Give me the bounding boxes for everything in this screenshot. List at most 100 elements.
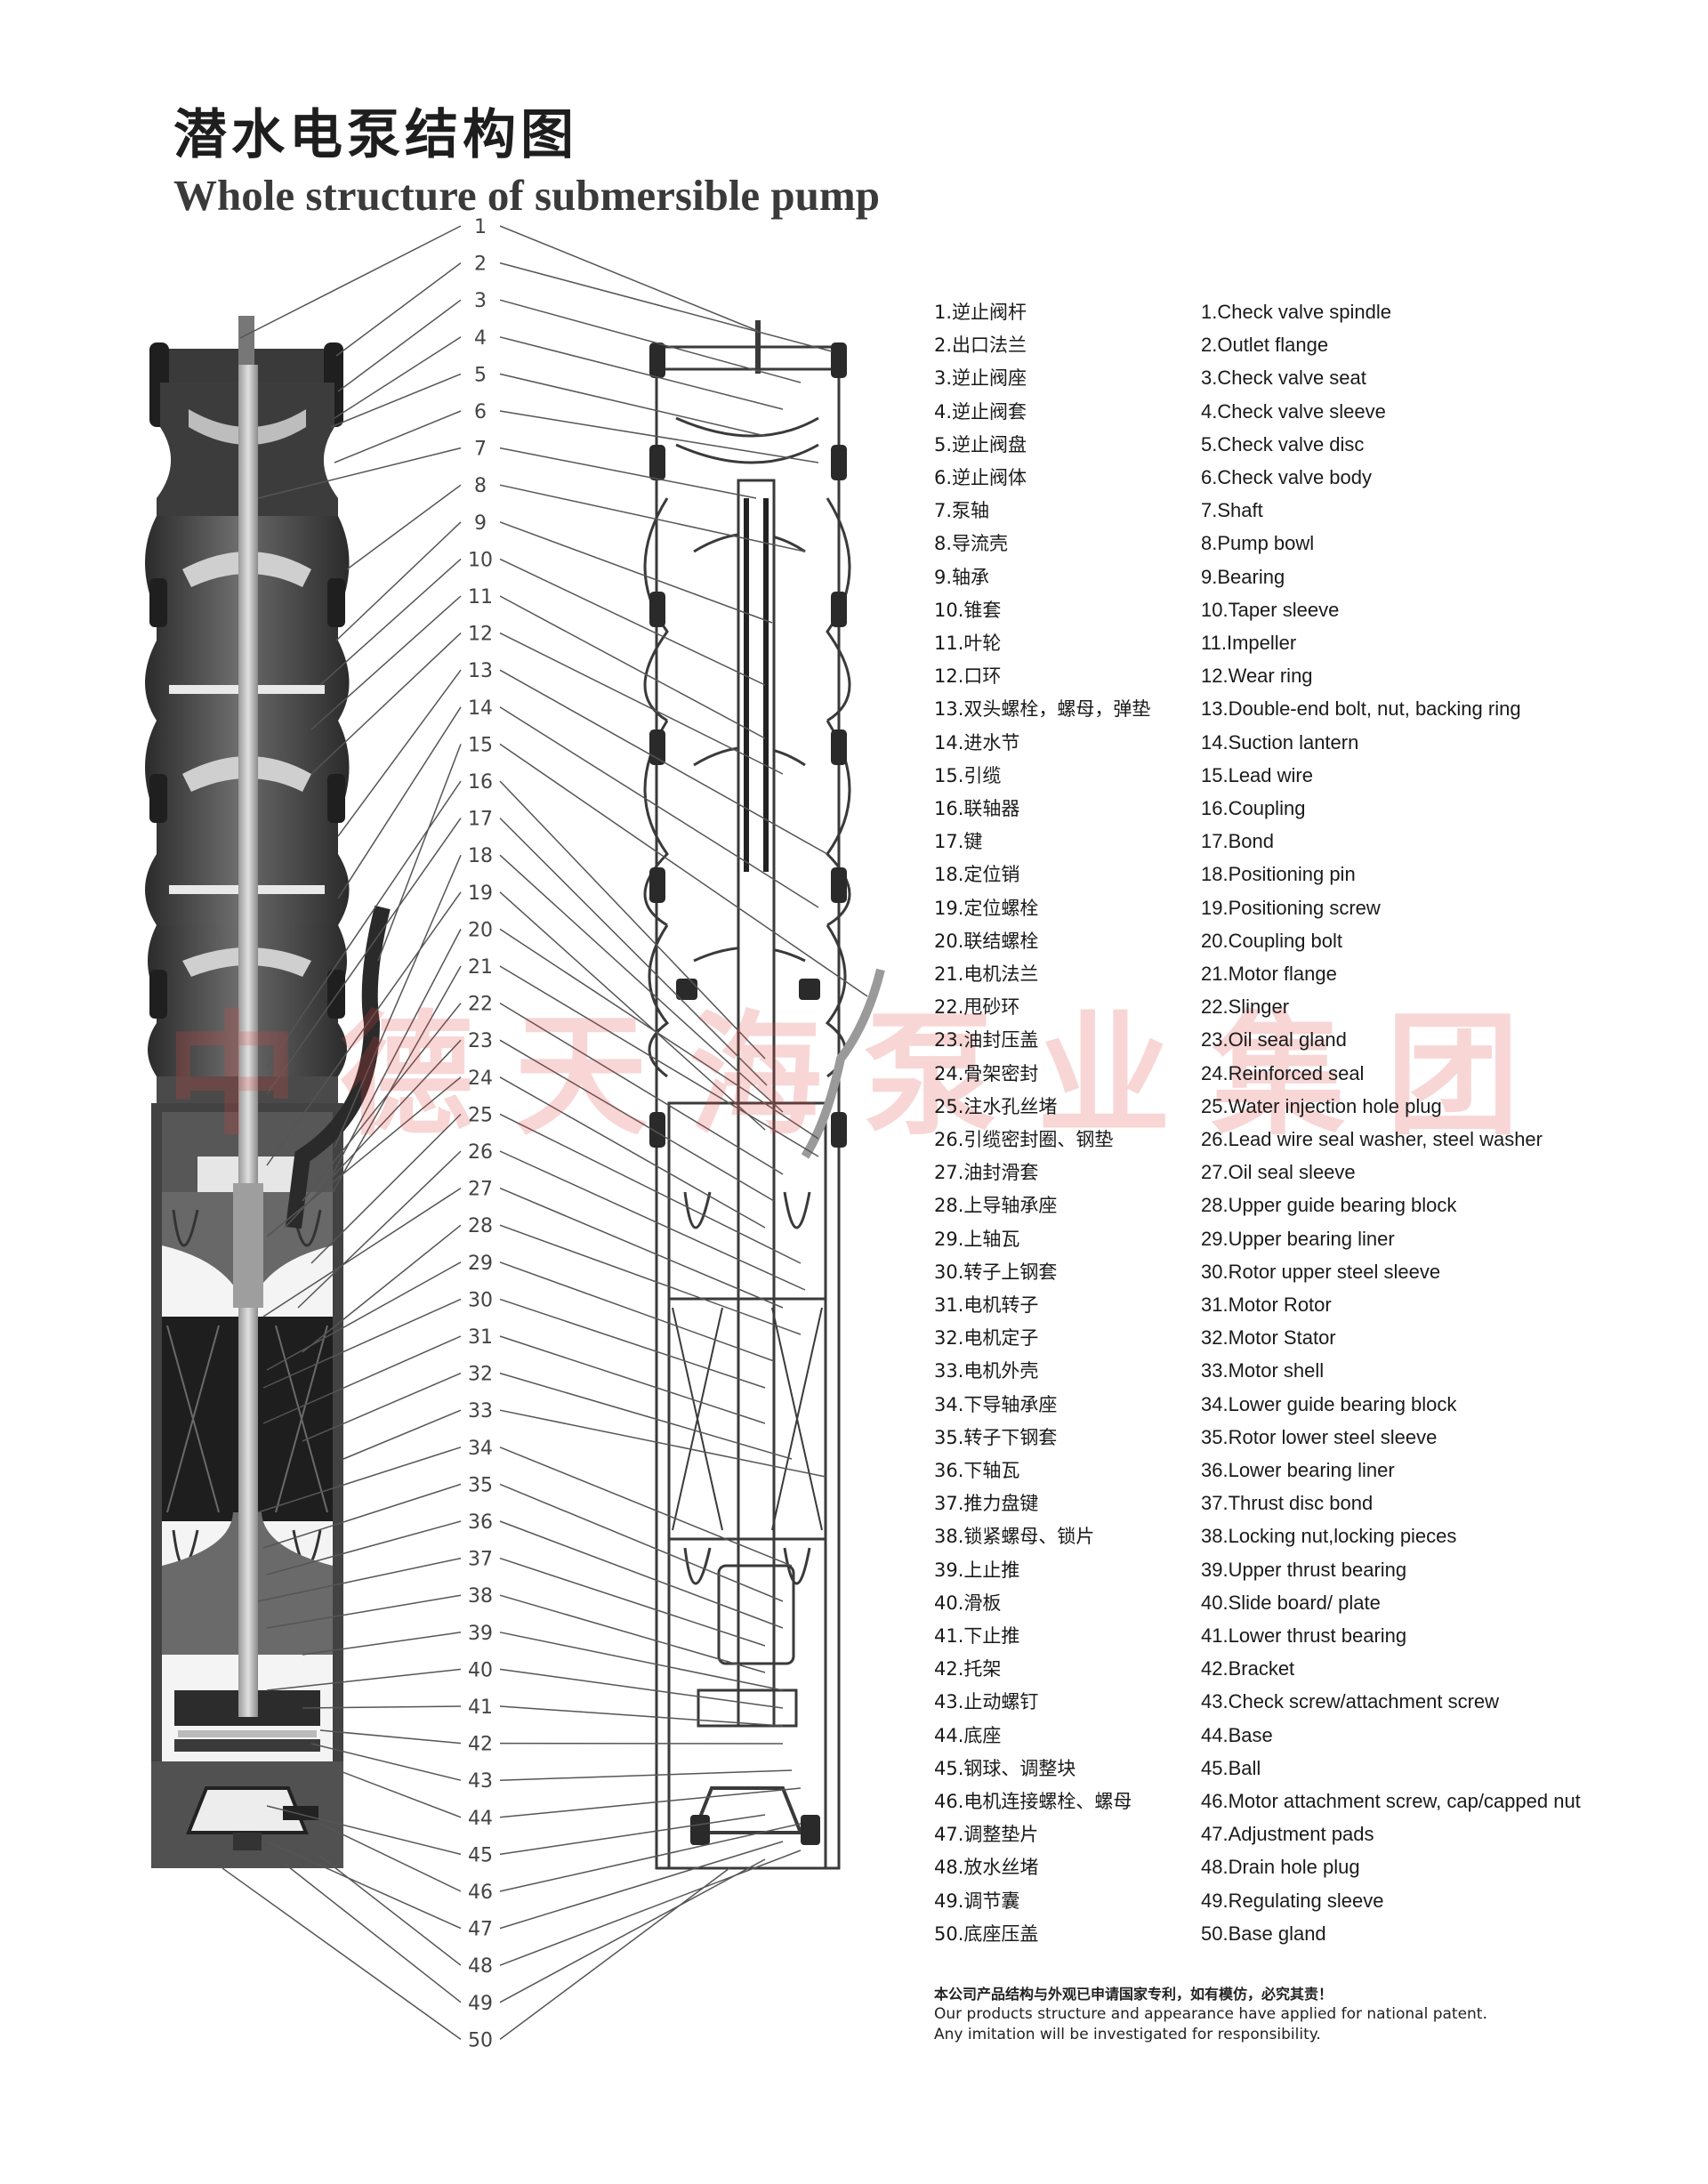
leader-line [499,780,766,1060]
legend-part-cn: 21.电机法兰 [934,963,1039,985]
leader-line [337,669,462,837]
callout-number: 33 [468,1400,493,1422]
legend-part-en: 48.Drain hole plug [1201,1856,1360,1878]
leader-line [499,1224,802,1335]
callout-number: 31 [468,1326,493,1349]
leader-line [499,299,802,383]
legend-part-en: 10.Taper sleeve [1201,599,1340,621]
callout-number: 11 [468,586,493,608]
legend-row: 10.锥套 10.Taper sleeve [934,596,1681,625]
legend-part-cn: 14.进水节 [934,732,1020,754]
legend-part-cn: 36.下轴瓦 [934,1460,1020,1481]
legend-part-en: 25.Water injection hole plug [1201,1095,1442,1117]
leader-line [499,706,819,908]
leader-line [319,1729,462,1745]
callout-number: 19 [468,882,493,905]
leader-line [499,447,757,499]
callout-number: 41 [468,1696,493,1719]
leader-line [499,1705,784,1727]
callout-number: 34 [468,1438,493,1460]
leader-line [330,373,462,428]
callout-number: 1 [474,216,487,238]
legend-part-en: 37.Thrust disc bond [1201,1492,1374,1514]
leader-line [297,1150,462,1309]
legend-part-cn: 43.止动螺钉 [934,1691,1039,1713]
leader-line [319,1823,462,1892]
leader-line [499,1841,784,1930]
legend-part-cn: 33.电机外壳 [934,1360,1039,1382]
leader-line [302,1632,462,1656]
legend-part-cn: 22.甩砂环 [934,996,1020,1018]
leader-line [499,1002,784,1175]
leader-line [499,225,759,332]
legend-part-cn: 10.锥套 [934,600,1002,621]
legend-part-en: 15.Lead wire [1201,764,1313,786]
leader-line [499,373,766,437]
legend-part-cn: 50.底座压盖 [934,1923,1039,1945]
leader-line [266,1594,462,1629]
leader-line [257,447,462,499]
leader-line [499,928,819,1140]
callout-number: 50 [468,2029,493,2051]
legend-row: 21.电机法兰 21.Motor flange [934,960,1681,988]
legend-part-en: 30.Rotor upper steel sleeve [1201,1261,1441,1283]
leader-line [499,1335,766,1424]
leader-line [266,1668,462,1691]
legend-part-en: 18.Positioning pin [1201,863,1356,885]
leader-line [499,1039,775,1202]
legend-part-cn: 48.放水丝堵 [934,1857,1039,1878]
legend-part-cn: 17.键 [934,831,983,852]
leader-line [310,1113,462,1264]
leader-line [262,1298,462,1389]
leader-line [310,633,462,775]
legend-part-en: 20.Coupling bolt [1201,930,1343,952]
legend-part-cn: 15.引缆 [934,765,1002,786]
leader-line [499,1850,802,1966]
legend-part-cn: 20.联结螺栓 [934,931,1039,952]
legend-part-en: 23.Oil seal gland [1201,1028,1347,1051]
legend-part-en: 21.Motor flange [1201,963,1337,985]
legend-part-en: 4.Check valve sleeve [1201,400,1386,423]
callout-number: 26 [468,1141,493,1164]
legend-part-cn: 28.上导轴承座 [934,1195,1058,1216]
legend-part-en: 39.Upper thrust bearing [1201,1559,1407,1581]
pump-shaft [238,365,258,1717]
legend-part-cn: 25.注水孔丝堵 [934,1096,1058,1117]
leader-line [499,1298,766,1389]
legend-part-cn: 7.泵轴 [934,500,990,521]
leader-line [499,1858,766,2003]
leader-line [262,1187,462,1318]
legend-part-cn: 42.托架 [934,1658,1002,1680]
legend-part-en: 44.Base [1201,1724,1273,1746]
leader-line [499,558,766,686]
leader-line [499,743,868,997]
pump-outline-view [643,320,885,1870]
legend-part-cn: 34.下导轴承座 [934,1394,1058,1415]
callout-number: 16 [468,771,493,794]
patent-notice: 本公司产品结构与外观已申请国家专利，如有模仿，必究其责！ Our product… [934,1984,1487,2045]
check-valve-spindle [238,316,254,369]
callout-number: 37 [468,1549,493,1571]
leader-line [499,1187,784,1309]
callout-number: 39 [468,1623,493,1645]
leader-line [337,299,462,392]
legend-part-en: 32.Motor Stator [1201,1326,1336,1349]
legend-part-en: 11.Impeller [1201,632,1297,654]
leader-line [262,1335,462,1424]
legend-part-cn: 35.转子下钢套 [934,1427,1058,1448]
